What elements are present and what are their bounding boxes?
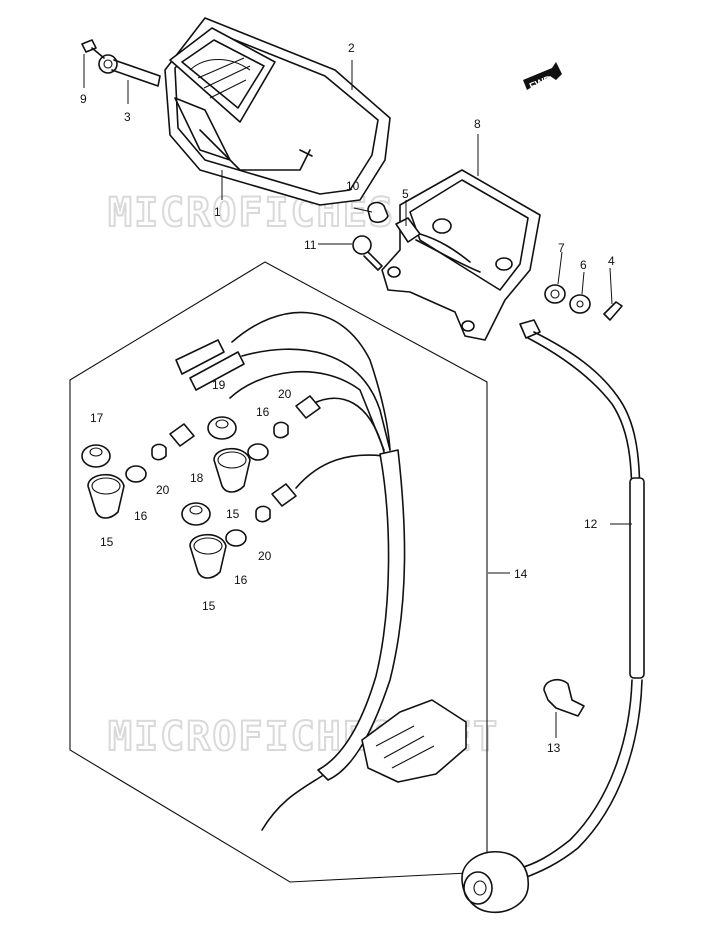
- label-2: 2: [348, 41, 355, 55]
- bulb-socket-b: [273, 395, 321, 439]
- retaining-clip: [603, 301, 623, 321]
- harness-kit-outline: [69, 261, 488, 883]
- label-4: 4: [608, 254, 615, 268]
- label-15a: 15: [100, 535, 114, 549]
- label-19: 19: [212, 378, 226, 392]
- label-10: 10: [346, 179, 360, 193]
- cushion-washer: [569, 294, 591, 314]
- part-number-labels: 1 2 3 9 8 10 5 11 7 6 4 12 13 14 17 19 2…: [80, 41, 615, 755]
- rubber-boot-a: [87, 473, 125, 519]
- washer-16b: [247, 443, 269, 461]
- grommet-washer: [544, 284, 566, 304]
- indicator-bulb: [367, 201, 389, 224]
- label-15b: 15: [226, 507, 240, 521]
- label-6: 6: [580, 258, 587, 272]
- label-14: 14: [514, 567, 528, 581]
- bulb-socket-a: [151, 423, 195, 461]
- label-5: 5: [402, 187, 409, 201]
- label-9: 9: [80, 92, 87, 106]
- label-13: 13: [547, 741, 561, 755]
- rubber-boot-c: [189, 533, 227, 579]
- label-15c: 15: [202, 599, 216, 613]
- bulb-socket-c: [255, 483, 297, 523]
- label-16b: 16: [134, 509, 148, 523]
- label-8: 8: [474, 117, 481, 131]
- washer-16c: [225, 529, 247, 547]
- label-18: 18: [190, 471, 204, 485]
- label-20a: 20: [278, 387, 292, 401]
- label-20c: 20: [258, 549, 272, 563]
- leader-lines: [83, 54, 632, 738]
- label-3: 3: [124, 110, 131, 124]
- speedometer-assembly: [164, 17, 391, 206]
- label-20b: 20: [156, 483, 170, 497]
- bulb-socket: [395, 217, 481, 273]
- label-11: 11: [304, 238, 317, 252]
- label-16a: 16: [256, 405, 270, 419]
- drive-gear-and-shaft: [81, 39, 161, 87]
- lens-cap-17: [81, 444, 111, 468]
- label-12: 12: [584, 517, 598, 531]
- label-17: 17: [90, 411, 104, 425]
- speedometer-cable: [461, 319, 645, 913]
- label-16c: 16: [234, 573, 248, 587]
- forward-direction-icon: FWD: [523, 62, 562, 93]
- lens-cap-18: [181, 502, 211, 526]
- wiring-harness: [175, 311, 467, 831]
- mounting-screw: [352, 235, 383, 271]
- label-7: 7: [558, 241, 565, 255]
- lens-cap-19: [207, 416, 237, 440]
- label-1: 1: [214, 205, 221, 219]
- washer-16a: [125, 465, 147, 483]
- rubber-boot-b: [213, 447, 251, 493]
- cable-clamp: [543, 678, 585, 717]
